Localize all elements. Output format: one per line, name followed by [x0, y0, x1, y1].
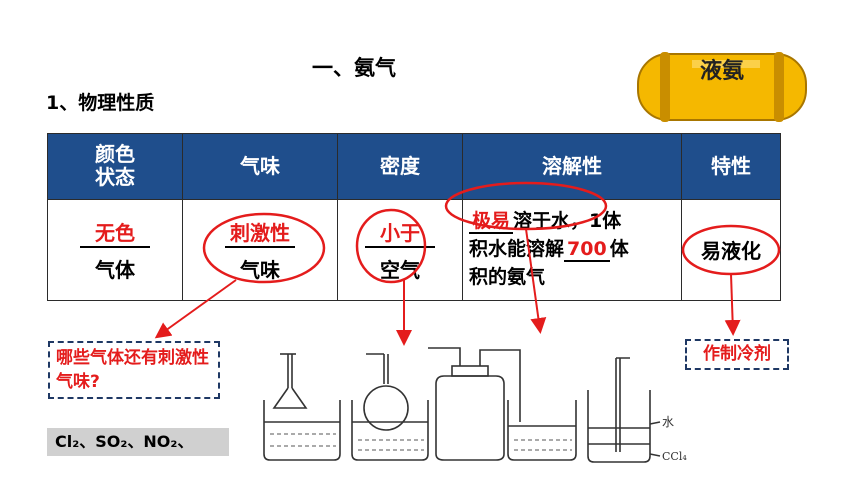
suffix-air: 空气 — [380, 257, 420, 282]
tank-label: 液氨 — [700, 58, 744, 84]
suffix-odor: 气味 — [240, 257, 280, 282]
cell-odor: 刺激性 气味 — [182, 198, 338, 302]
answer-volume: 700 — [564, 238, 610, 262]
section-heading: 1、物理性质 — [46, 92, 155, 114]
answer-odor: 刺激性 — [225, 217, 295, 248]
gas-bottle — [435, 375, 505, 461]
callout-refrigerant: 作制冷剂 — [685, 339, 789, 370]
cell-color-state: 无色 气体 — [47, 198, 183, 302]
ammonia-tank-image: 液氨 — [637, 52, 807, 122]
beaker-4 — [587, 390, 651, 463]
funnel-1 — [272, 354, 308, 409]
suffix-gas: 气体 — [95, 257, 135, 282]
answer-density: 小于 — [365, 217, 435, 248]
answer-solubility: 极易 — [469, 210, 514, 235]
header-solubility: 溶解性 — [462, 133, 682, 200]
beaker-2 — [351, 400, 429, 461]
beaker-3 — [507, 400, 577, 461]
label-ccl4: CCl₄ — [662, 450, 687, 463]
cell-property: 易液化 — [681, 198, 781, 302]
absorption-apparatus-diagram: 水 CCl₄ — [263, 347, 687, 463]
header-color-state: 颜色 状态 — [47, 133, 183, 200]
header-property: 特性 — [681, 133, 781, 200]
callout-odor-question: 哪些气体还有刺激性气味? — [48, 341, 220, 399]
header-odor: 气味 — [182, 133, 338, 200]
properties-table: 颜色 状态 气味 密度 溶解性 特性 无色 气体 刺激性 气味 小于 空气 极易… — [47, 133, 781, 302]
cell-density: 小于 空气 — [337, 198, 463, 302]
gases-list: Cl₂、SO₂、NO₂、 — [47, 428, 229, 456]
header-density: 密度 — [337, 133, 463, 200]
label-water: 水 — [662, 415, 674, 429]
slide-title: 一、氨气 — [312, 56, 396, 80]
answer-property: 易液化 — [701, 239, 761, 264]
beaker-1 — [263, 400, 341, 461]
answer-color: 无色 — [80, 217, 150, 248]
